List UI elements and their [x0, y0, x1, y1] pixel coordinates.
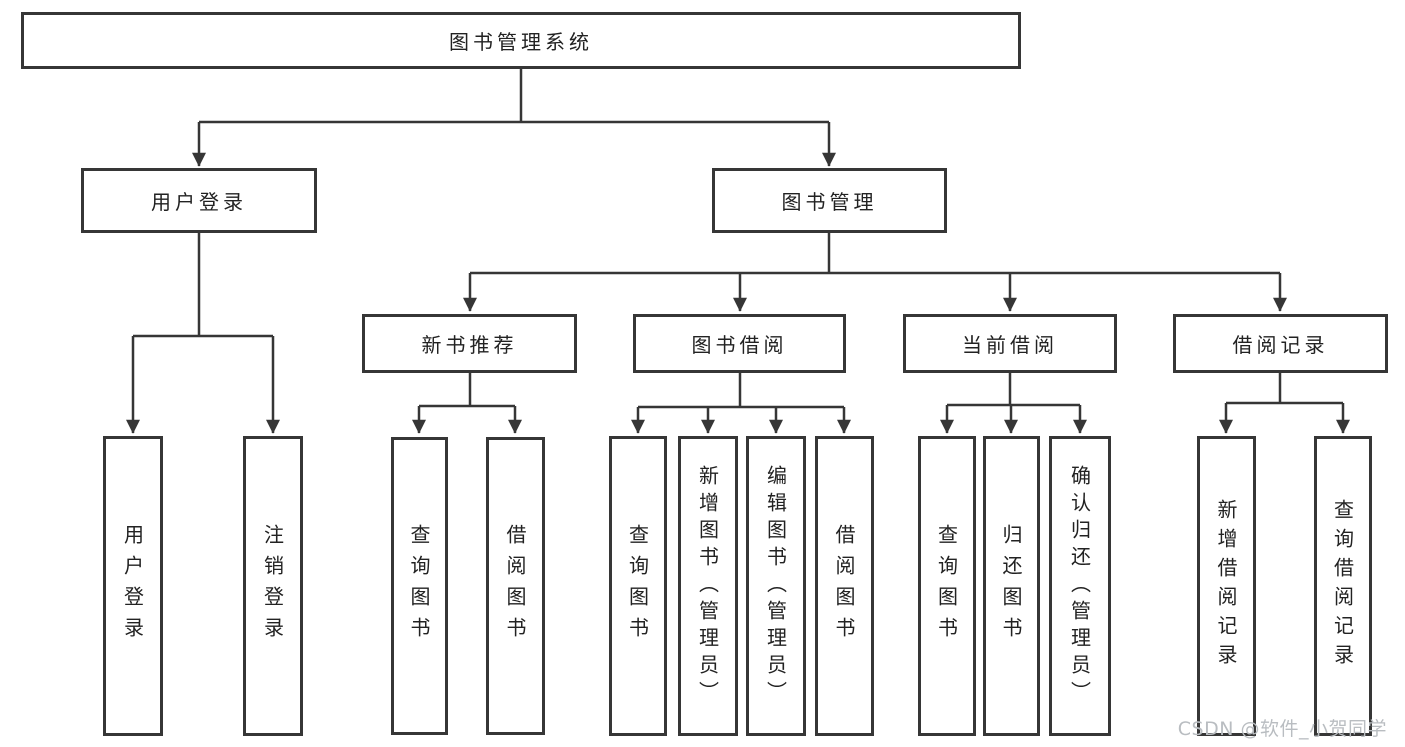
node-book-management: 图书管理: [712, 168, 947, 233]
leaf-cb-query-books: 查询图书: [918, 436, 976, 736]
node-label: 借阅记录: [1232, 333, 1329, 357]
node-current-borrowing: 当前借阅: [903, 314, 1117, 373]
leaf-bb-edit-books-admin: 编辑图书（管理员）: [746, 436, 806, 736]
node-label: 新书推荐: [421, 333, 518, 357]
node-label: 借阅图书: [503, 524, 527, 648]
node-label: 图书管理: [781, 190, 878, 214]
leaf-cb-confirm-return-admin: 确认归还（管理员）: [1049, 436, 1111, 736]
leaf-br-query-record: 查询借阅记录: [1314, 436, 1372, 736]
node-book-borrowing: 图书借阅: [633, 314, 846, 373]
leaf-user-login: 用户登录: [103, 436, 163, 736]
node-label: 查询图书: [625, 524, 650, 648]
node-label: 查询图书: [407, 524, 431, 648]
node-label: 确认归还（管理员）: [1067, 464, 1092, 708]
node-label: 注销登录: [260, 524, 285, 648]
node-label: 归还图书: [999, 524, 1023, 648]
leaf-br-add-record: 新增借阅记录: [1197, 436, 1256, 736]
leaf-nb-borrow-books: 借阅图书: [486, 437, 545, 735]
node-user-login: 用户登录: [81, 168, 317, 233]
node-label: 用户登录: [151, 190, 247, 214]
leaf-bb-borrow-books: 借阅图书: [815, 436, 874, 736]
node-label: 图书管理系统: [449, 30, 593, 54]
node-label: 查询借阅记录: [1330, 499, 1355, 673]
node-label: 查询图书: [934, 524, 959, 648]
node-borrowing-records: 借阅记录: [1173, 314, 1388, 373]
node-label: 借阅图书: [832, 524, 856, 648]
leaf-logout: 注销登录: [243, 436, 303, 736]
node-label: 用户登录: [120, 524, 145, 648]
leaf-nb-query-books: 查询图书: [391, 437, 448, 735]
node-label: 新增借阅记录: [1214, 499, 1238, 673]
csdn-watermark: CSDN @软件_小贺同学: [1177, 718, 1387, 740]
leaf-bb-query-books: 查询图书: [609, 436, 667, 736]
node-new-book-recommendation: 新书推荐: [362, 314, 577, 373]
node-label: 图书借阅: [691, 333, 788, 357]
leaf-cb-return-books: 归还图书: [983, 436, 1040, 736]
node-label: 新增图书（管理员）: [695, 464, 720, 708]
leaf-bb-add-books-admin: 新增图书（管理员）: [678, 436, 738, 736]
node-library-management-system: 图书管理系统: [21, 12, 1021, 69]
node-label: 当前借阅: [962, 333, 1058, 357]
node-label: 编辑图书（管理员）: [763, 464, 788, 708]
